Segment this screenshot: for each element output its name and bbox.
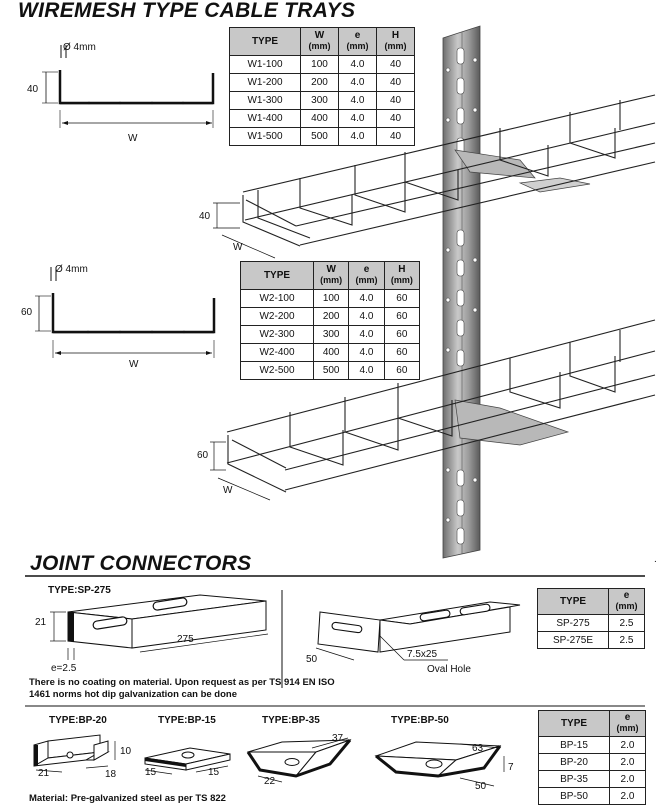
bp-header-type: TYPE xyxy=(538,710,610,737)
bp-20-dim-21: 21 xyxy=(38,768,50,779)
sp-dim-e: e=2.5 xyxy=(51,663,77,674)
bp-15-dim-a: 15 xyxy=(145,767,157,778)
bp-20-dim-10: 10 xyxy=(120,746,132,757)
w2-header-h: H(mm) xyxy=(383,261,421,290)
w1-tray-height-label: 40 xyxy=(199,211,211,222)
w1-header-type: TYPE xyxy=(229,27,301,56)
w2-tray-height-label: 60 xyxy=(197,450,209,461)
bp-50-dim-50: 50 xyxy=(475,781,487,792)
bp-35-label: TYPE:BP-35 xyxy=(262,715,320,726)
sp-header-type: TYPE xyxy=(537,588,609,615)
page-title: WIREMESH TYPE CABLE TRAYS xyxy=(18,0,356,22)
bp-50-label: TYPE:BP-50 xyxy=(391,715,449,726)
sp-coating-note: There is no coating on material. Upon re… xyxy=(29,677,335,700)
section-title-joint-connectors: JOINT CONNECTORS xyxy=(30,552,252,575)
w1-wire-dia-label: Ø 4mm xyxy=(63,42,96,53)
w1-header-e: e(mm) xyxy=(338,27,377,56)
w2-header-w: W(mm) xyxy=(312,261,350,290)
sp-header-e: e(mm) xyxy=(608,588,645,615)
w2-header-e: e(mm) xyxy=(348,261,385,290)
sp-dim-21: 21 xyxy=(35,617,47,628)
sp-type-label: TYPE:SP-275 xyxy=(48,585,111,596)
stray-mark: . xyxy=(654,554,657,565)
bp-20-label: TYPE:BP-20 xyxy=(49,715,107,726)
w2-tray-width-label: W xyxy=(223,485,233,496)
sp-dim-275: 275 xyxy=(177,634,194,645)
w2-height-label: 60 xyxy=(21,307,33,318)
bp-15-label: TYPE:BP-15 xyxy=(158,715,216,726)
bp-material-note: Material: Pre-galvanized steel as per TS… xyxy=(29,793,226,804)
sp-dim-50: 50 xyxy=(306,654,318,665)
w1-width-label: W xyxy=(128,133,138,144)
w1-height-label: 40 xyxy=(27,84,39,95)
bp-50-dim-7: 7 xyxy=(508,762,514,773)
bp-header-e: e(mm) xyxy=(609,710,646,737)
w1-tray-width-label: W xyxy=(233,242,243,253)
w1-header-w: W(mm) xyxy=(300,27,339,56)
bp-35-dim-37: 37 xyxy=(332,733,344,744)
w2-header-type: TYPE xyxy=(240,261,314,290)
w2-wire-dia-label: Ø 4mm xyxy=(55,264,88,275)
bp-20-dim-18: 18 xyxy=(105,769,117,780)
w2-width-label: W xyxy=(129,359,139,370)
w1-header-h: H(mm) xyxy=(376,27,415,56)
bp-35-dim-22: 22 xyxy=(264,776,276,787)
sp-dim-hole: 7.5x25 xyxy=(407,649,438,660)
sp-oval-hole-label: Oval Hole xyxy=(427,664,471,675)
bp-15-dim-b: 15 xyxy=(208,767,220,778)
bp-50-dim-63: 63 xyxy=(472,743,484,754)
